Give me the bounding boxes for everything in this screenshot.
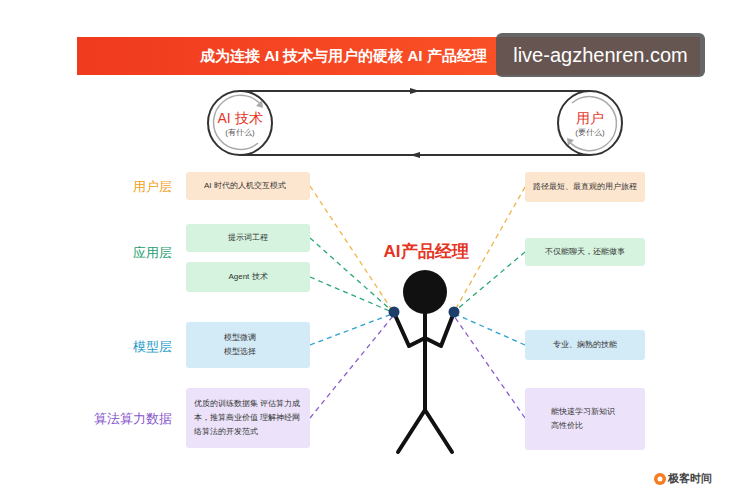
belt-connector bbox=[240, 154, 590, 156]
box-text: 不仅能聊天，还能做事 bbox=[531, 245, 639, 259]
figure-caption: AI产品经理 bbox=[366, 240, 486, 263]
logo-text: 极客时间 bbox=[668, 471, 728, 486]
figure-legs bbox=[398, 410, 452, 452]
layer-box: 路径最短、最直观的用户旅程 bbox=[525, 172, 645, 202]
box-text: 模型微调 模型选择 bbox=[220, 331, 260, 359]
circle-title: 用户 bbox=[576, 109, 604, 127]
box-text: 路径最短、最直观的用户旅程 bbox=[531, 180, 639, 194]
leader-line bbox=[310, 238, 392, 311]
cycle-arrowhead bbox=[256, 100, 263, 108]
leader-line bbox=[455, 314, 525, 345]
layer-name: 算法算力数据 bbox=[80, 410, 172, 428]
layer-box: AI 时代的人机交互模式 bbox=[186, 172, 310, 200]
box-text: 专业、娴熟的技能 bbox=[531, 338, 639, 352]
leader-line bbox=[310, 186, 392, 310]
title: 成为连接 AI 技术与用户的硬核 AI 产品经理 bbox=[200, 47, 487, 66]
figure-arm bbox=[395, 315, 425, 346]
layer-box: 提示词工程 bbox=[186, 224, 310, 252]
leader-line bbox=[310, 316, 393, 418]
figure-head bbox=[403, 270, 447, 314]
layer-name: 模型层 bbox=[80, 338, 172, 356]
layer-name: 用户层 bbox=[80, 178, 172, 196]
circle-ground bbox=[557, 90, 623, 156]
layer-box: 能快速学习新知识 高性价比 bbox=[525, 388, 645, 450]
cycle-arc bbox=[214, 95, 262, 149]
circle-subtitle: (要什么) bbox=[575, 127, 604, 138]
box-text: 优质的训练数据集 评估算力成本，推算商业价值 理解神经网络算法的开发范式 bbox=[194, 397, 304, 439]
figure-hand bbox=[449, 307, 460, 318]
box-text: 能快速学习新知识 高性价比 bbox=[551, 405, 625, 433]
leader-line bbox=[454, 316, 525, 418]
circle-title: AI 技术 bbox=[217, 109, 262, 127]
layer-box: 专业、娴熟的技能 bbox=[525, 330, 645, 360]
cycle-arrowhead bbox=[567, 138, 574, 146]
layer-box: Agent 技术 bbox=[186, 262, 310, 292]
layer-box: 模型微调 模型选择 bbox=[186, 322, 310, 368]
figure-body bbox=[423, 312, 427, 410]
circle-grounds bbox=[207, 90, 623, 156]
layer-box: 优质的训练数据集 评估算力成本，推算商业价值 理解神经网络算法的开发范式 bbox=[186, 388, 310, 448]
layer-box: 不仅能聊天，还能做事 bbox=[525, 238, 645, 266]
box-text: 提示词工程 bbox=[192, 231, 304, 245]
circle-subtitle: (有什么) bbox=[225, 127, 254, 138]
box-text: AI 时代的人机交互模式 bbox=[204, 179, 304, 193]
circle-ground bbox=[207, 90, 273, 156]
leader-lines bbox=[310, 186, 525, 418]
figure-hand bbox=[389, 307, 400, 318]
cycle-circle: 用户(要什么) bbox=[557, 90, 623, 156]
layer-name: 应用层 bbox=[80, 244, 172, 262]
figure-arm bbox=[425, 315, 453, 346]
leader-line bbox=[310, 277, 392, 312]
logo-mark bbox=[658, 477, 663, 482]
leader-line bbox=[310, 314, 392, 345]
cycle-arc bbox=[568, 97, 616, 151]
watermark: live-agzhenren.com bbox=[496, 33, 705, 77]
belt-connector bbox=[240, 90, 590, 92]
box-text: Agent 技术 bbox=[192, 270, 304, 284]
cycle-circle: AI 技术(有什么) bbox=[207, 90, 273, 156]
stick-figure bbox=[389, 270, 460, 452]
logo-mark bbox=[654, 473, 666, 485]
logo-icon bbox=[654, 473, 666, 485]
